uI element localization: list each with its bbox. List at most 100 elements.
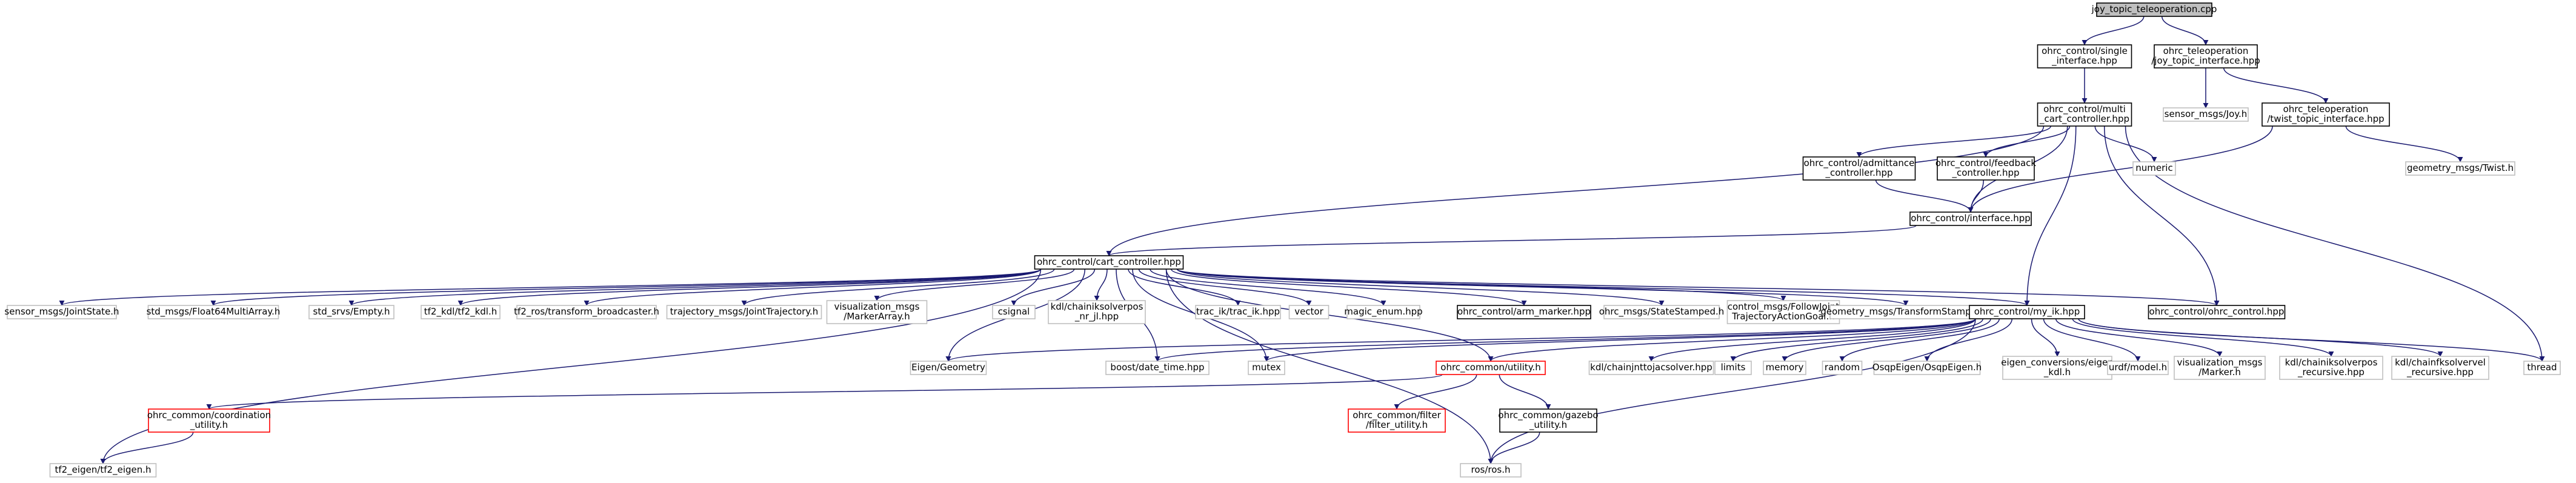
node-feedb[interactable]: ohrc_control/feedback_controller.hpp bbox=[1935, 156, 2037, 181]
node-eigengeo: Eigen/Geometry bbox=[910, 361, 987, 375]
node-empty: std_srvs/Empty.h bbox=[308, 305, 394, 319]
node-box bbox=[2148, 305, 2286, 319]
node-box bbox=[1969, 305, 2085, 319]
node-single[interactable]: ohrc_control/single_interface.hpp bbox=[2037, 44, 2132, 68]
node-label: ohrc_control/cart_controller.hpp bbox=[1037, 256, 1181, 268]
node-box bbox=[1457, 305, 1591, 319]
node-filter[interactable]: ohrc_common/filter/filter_utility.h bbox=[1348, 408, 1446, 433]
node-label: ohrc_common/utility.h bbox=[1440, 362, 1540, 373]
node-cart[interactable]: ohrc_control/cart_controller.hpp bbox=[1034, 255, 1184, 270]
node-gazebo[interactable]: ohrc_common/gazebo_utility.h bbox=[1498, 408, 1599, 433]
edge-joyti-to-twistti bbox=[2223, 67, 2329, 104]
edge-cart-to-empty bbox=[348, 268, 1042, 306]
node-ohrcctl[interactable]: ohrc_control/ohrc_control.hpp bbox=[2148, 305, 2286, 319]
edge-twistti-to-iface bbox=[1968, 125, 2273, 213]
node-label: ohrc_control/admittance bbox=[1804, 158, 1915, 169]
edge-iface-to-cart bbox=[1106, 225, 1917, 256]
node-kdlnrjl: kdl/chainiksolverpos_nr_jl.hpp bbox=[1048, 300, 1146, 324]
node-coord[interactable]: ohrc_common/coordination_utility.h bbox=[147, 408, 271, 433]
edge-cart-to-tfbc bbox=[584, 268, 1042, 306]
edge-cart-to-jointstate bbox=[59, 268, 1042, 306]
node-box bbox=[1937, 156, 2035, 181]
node-box bbox=[1105, 361, 1210, 375]
node-admit[interactable]: ohrc_control/admittance_controller.hpp bbox=[1802, 156, 1916, 181]
edge-myik-to-thread bbox=[2078, 318, 2545, 362]
node-label: ros/ros.h bbox=[1471, 464, 1511, 475]
node-label: OsqpEigen/OsqpEigen.h bbox=[1872, 362, 1982, 373]
node-armmarker[interactable]: ohrc_control/arm_marker.hpp bbox=[1457, 305, 1591, 319]
node-root[interactable]: joy_topic_teleoperation.cpp bbox=[2091, 2, 2217, 17]
edge-utility-to-gazebo bbox=[1499, 374, 1551, 410]
node-label: kdl/chainiksolverpos bbox=[1051, 301, 1143, 312]
node-twistti[interactable]: ohrc_teleoperation/twist_topic_interface… bbox=[2261, 102, 2390, 127]
node-box bbox=[2002, 356, 2112, 380]
edge-twistti-to-geotwist bbox=[2345, 125, 2463, 162]
node-label: /Marker.h bbox=[2198, 367, 2241, 378]
node-label: ohrc_control/multi bbox=[2043, 104, 2126, 115]
node-box bbox=[1873, 361, 1981, 375]
node-vismarker: visualization_msgs/Marker.h bbox=[2174, 356, 2266, 380]
edge-multi-to-feedb bbox=[1983, 125, 2071, 158]
edge-cart-to-f64 bbox=[210, 268, 1042, 306]
node-box bbox=[1603, 305, 1720, 319]
edge-cart-to-statestamped bbox=[1176, 268, 1665, 306]
node-multi[interactable]: ohrc_control/multi_cart_controller.hpp bbox=[2037, 102, 2132, 127]
node-statestamped: ohrc_msgs/StateStamped.h bbox=[1599, 305, 1724, 319]
node-box bbox=[1909, 212, 2032, 226]
node-tfbc: tf2_ros/transform_broadcaster.h bbox=[514, 305, 659, 319]
node-label: kdl/chainiksolverpos bbox=[2285, 357, 2378, 368]
edge-multi-to-myik bbox=[2024, 125, 2077, 306]
node-osqp: OsqpEigen/OsqpEigen.h bbox=[1872, 361, 1982, 375]
edge-cart-to-csignal bbox=[1011, 268, 1096, 306]
edge-multi-to-cart bbox=[1106, 125, 2045, 256]
node-box bbox=[1048, 300, 1146, 324]
node-label: tf2_eigen/tf2_eigen.h bbox=[55, 464, 151, 476]
node-layer: joy_topic_teleoperation.cpp ohrc_control/… bbox=[4, 2, 2561, 478]
node-kdlposrec: kdl/chainiksolverpos_recursive.hpp bbox=[2279, 356, 2383, 380]
node-tf2kdl: tf2_kdl/tf2_kdl.h bbox=[421, 305, 501, 319]
node-label: ohrc_control/interface.hpp bbox=[1911, 213, 2031, 224]
node-box bbox=[2037, 102, 2132, 127]
node-box bbox=[1195, 305, 1281, 319]
node-random: random bbox=[1822, 361, 1863, 375]
node-eigenkdl: eigen_conversions/eigen_kdl.h bbox=[2001, 356, 2114, 380]
node-label: csignal bbox=[998, 306, 1030, 317]
node-vector: vector bbox=[1288, 305, 1330, 319]
node-label: vector bbox=[1294, 306, 1323, 317]
node-label: limits bbox=[1721, 362, 1746, 373]
node-myik[interactable]: ohrc_control/my_ik.hpp bbox=[1969, 305, 2085, 319]
node-box bbox=[2261, 102, 2390, 127]
node-label: geometry_msgs/Twist.h bbox=[2407, 162, 2514, 174]
node-box bbox=[1460, 463, 1522, 478]
node-box bbox=[7, 305, 117, 319]
node-label: ohrc_control/feedback bbox=[1935, 158, 2037, 169]
edge-myik-to-utility bbox=[1488, 318, 1976, 362]
edge-root-to-joyti bbox=[2162, 16, 2209, 45]
node-label: geometry_msgs/TransformStamped.h bbox=[1820, 306, 1991, 318]
edge-myik-to-eigengeo bbox=[945, 318, 1976, 362]
node-joyti[interactable]: ohrc_teleoperation/joy_topic_interface.h… bbox=[2151, 44, 2260, 68]
node-utility[interactable]: ohrc_common/utility.h bbox=[1436, 361, 1546, 375]
node-box bbox=[1034, 255, 1184, 270]
node-kdljac: kdl/chainjnttojacsolver.hpp bbox=[1588, 361, 1714, 375]
edge-myik-to-rosros bbox=[1488, 318, 1976, 464]
node-box bbox=[2163, 107, 2249, 122]
node-box bbox=[49, 463, 157, 478]
node-iface[interactable]: ohrc_control/interface.hpp bbox=[1909, 212, 2032, 226]
node-box bbox=[2391, 356, 2489, 380]
node-traj: trajectory_msgs/JointTrajectory.h bbox=[666, 305, 822, 319]
node-box bbox=[1348, 408, 1446, 433]
node-box bbox=[2523, 361, 2561, 375]
edge-cart-to-vismarkarr bbox=[874, 268, 1075, 301]
node-label: tf2_kdl/tf2_kdl.h bbox=[424, 306, 498, 318]
node-label: memory bbox=[1766, 362, 1804, 373]
edge-myik-to-eigenkdl bbox=[2031, 318, 2060, 357]
node-jointstate: sensor_msgs/JointState.h bbox=[4, 305, 119, 319]
node-label: ohrc_common/gazebo bbox=[1498, 410, 1598, 421]
node-box bbox=[2132, 161, 2176, 176]
edge-cart-to-myik bbox=[1176, 268, 2030, 306]
edge-coord-to-tf2eigen bbox=[100, 431, 194, 464]
node-box bbox=[2279, 356, 2383, 380]
node-sensjoy: sensor_msgs/Joy.h bbox=[2163, 107, 2249, 122]
node-box bbox=[1822, 361, 1863, 375]
